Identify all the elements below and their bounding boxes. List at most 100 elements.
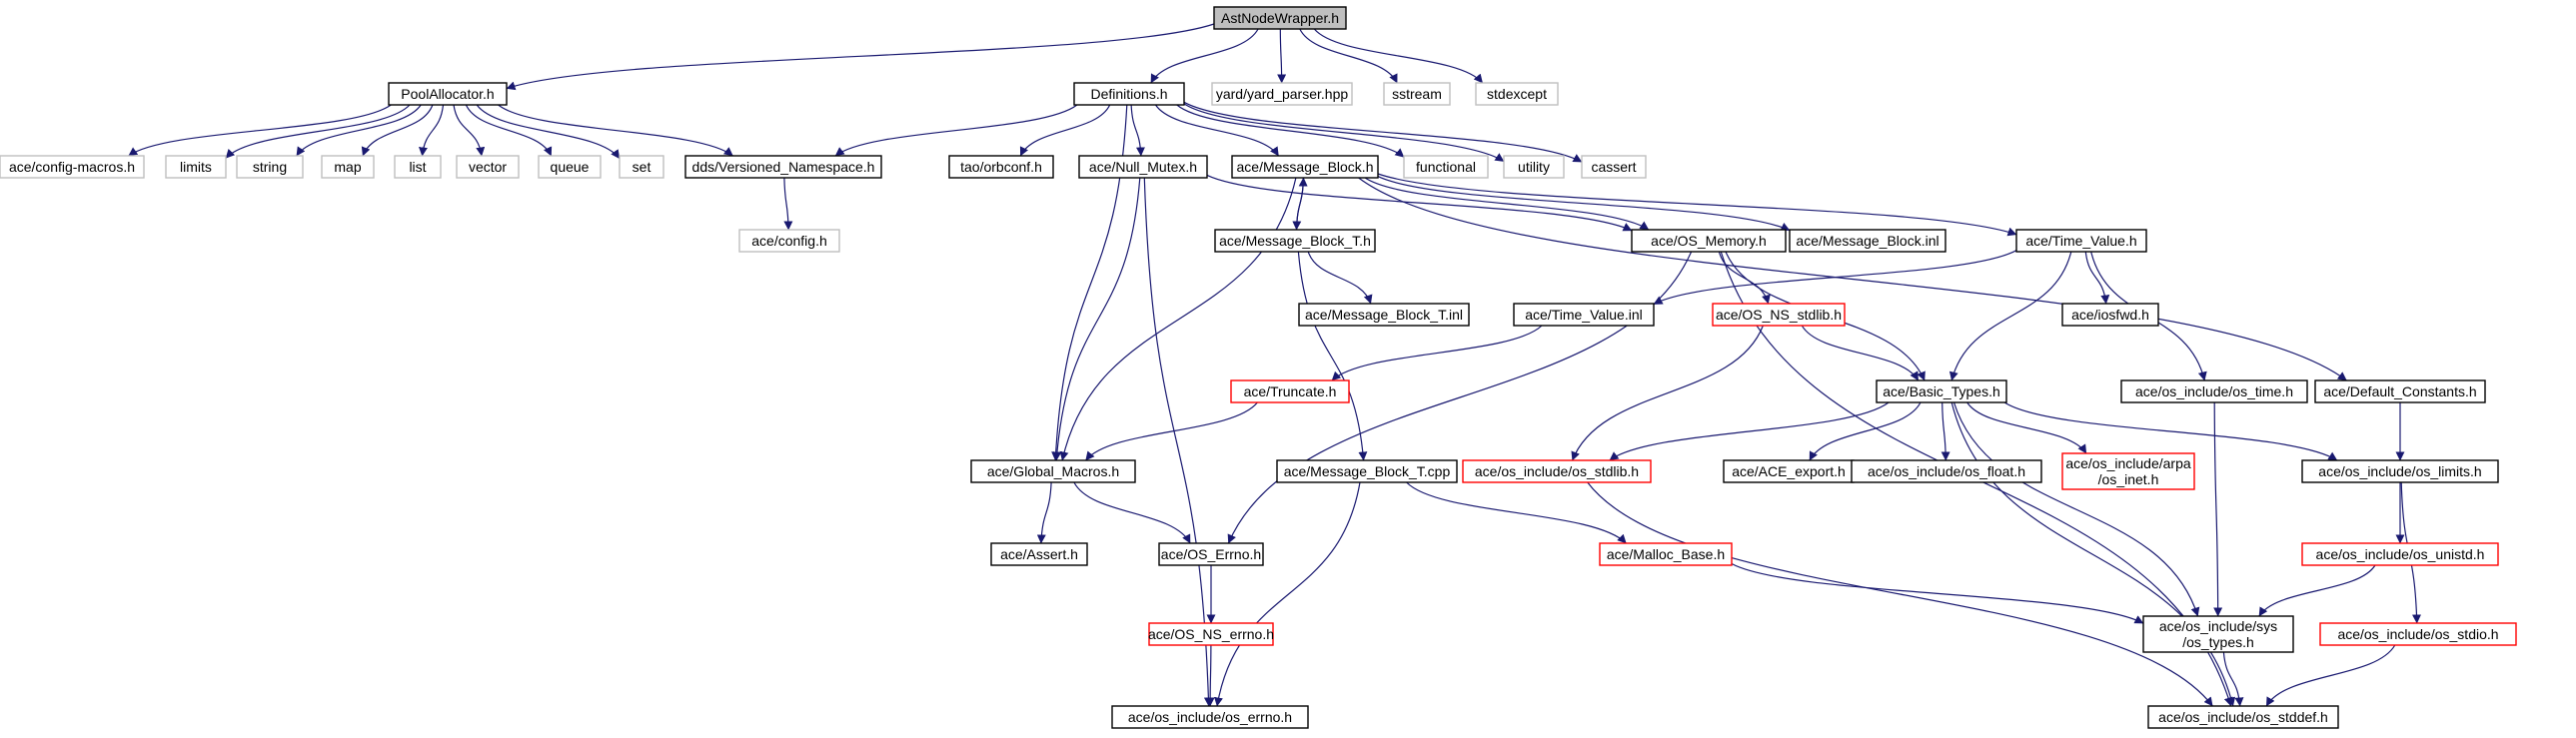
- node-label: ace/OS_NS_errno.h: [1148, 626, 1274, 642]
- node-box: [1475, 82, 1559, 106]
- node-label: cassert: [1591, 159, 1636, 175]
- node-queue[interactable]: queue: [538, 155, 602, 179]
- node-list[interactable]: list: [394, 155, 442, 179]
- node-defs[interactable]: Definitions.h: [1073, 82, 1185, 106]
- node-vector[interactable]: vector: [456, 155, 520, 179]
- node-label: ace/Null_Mutex.h: [1089, 159, 1197, 175]
- node-label: AstNodeWrapper.h: [1221, 10, 1339, 26]
- node-nsstdlib[interactable]: ace/OS_NS_stdlib.h: [1712, 303, 1846, 327]
- node-label: ace/os_include/os_stdio.h: [2337, 626, 2498, 642]
- node-config[interactable]: ace/config.h: [738, 229, 840, 253]
- edge-defs-to-msgblock: [1154, 104, 1279, 157]
- node-box: [2147, 705, 2339, 729]
- edge-msgblock-to-defconst: [1358, 177, 2347, 381]
- node-box: [1111, 705, 1309, 729]
- node-nullmutex[interactable]: ace/Null_Mutex.h: [1078, 155, 1208, 179]
- node-label: yard/yard_parser.hpp: [1216, 86, 1349, 102]
- edge-msgblock-to-globalmacros: [1059, 177, 1297, 461]
- node-systypes[interactable]: ace/os_include/sys/os_types.h: [2142, 615, 2294, 653]
- node-assert[interactable]: ace/Assert.h: [990, 542, 1088, 566]
- edge-layer: [128, 23, 2422, 707]
- node-mallocbase[interactable]: ace/Malloc_Base.h: [1599, 542, 1733, 566]
- node-defconst[interactable]: ace/Default_Constants.h: [2314, 379, 2486, 403]
- edge-systypes-to-osstddef: [2222, 651, 2244, 707]
- node-ostime[interactable]: ace/os_include/os_time.h: [2120, 379, 2308, 403]
- node-label: ace/os_include/os_time.h: [2135, 383, 2293, 399]
- node-yard[interactable]: yard/yard_parser.hpp: [1211, 82, 1353, 106]
- node-box: [970, 459, 1136, 483]
- node-string[interactable]: string: [236, 155, 304, 179]
- node-timevalue[interactable]: ace/Time_Value.h: [2015, 229, 2147, 253]
- node-functional[interactable]: functional: [1403, 155, 1489, 179]
- edge-nsstdlib-to-osstdlib: [1571, 325, 1764, 461]
- edge-root-to-sstream: [1299, 28, 1398, 84]
- node-mbtinl[interactable]: ace/Message_Block_T.inl: [1298, 303, 1470, 327]
- node-cfgmacros[interactable]: ace/config-macros.h: [0, 155, 145, 179]
- node-basictypes[interactable]: ace/Basic_Types.h: [1876, 379, 2007, 403]
- node-cassert[interactable]: cassert: [1581, 155, 1647, 179]
- edge-defs-to-vns: [834, 104, 1078, 157]
- node-osstddef[interactable]: ace/os_include/os_stddef.h: [2147, 705, 2339, 729]
- node-label: set: [633, 159, 651, 175]
- node-globalmacros[interactable]: ace/Global_Macros.h: [970, 459, 1136, 483]
- node-utility[interactable]: utility: [1503, 155, 1565, 179]
- node-truncate[interactable]: ace/Truncate.h: [1230, 379, 1350, 403]
- node-mbt[interactable]: ace/Message_Block_T.h: [1214, 229, 1376, 253]
- edge-pool-to-vns: [498, 104, 733, 157]
- node-osinet[interactable]: ace/os_include/arpa/os_inet.h: [2061, 452, 2195, 490]
- node-limits[interactable]: limits: [165, 155, 227, 179]
- edge-msgblock-to-timevalue: [1377, 173, 2017, 237]
- edge-basictypes-to-osfloat: [1940, 401, 1950, 461]
- edge-msgblock-to-osmem: [1364, 177, 1650, 231]
- node-set[interactable]: set: [619, 155, 664, 179]
- node-box: [1462, 459, 1652, 483]
- edge-globalmacros-to-oserrno: [1073, 481, 1191, 544]
- node-label: ace/Truncate.h: [1244, 383, 1337, 399]
- node-iosfwd[interactable]: ace/iosfwd.h: [2061, 303, 2159, 327]
- node-osmem[interactable]: ace/OS_Memory.h: [1631, 229, 1787, 253]
- node-map[interactable]: map: [321, 155, 375, 179]
- edge-basictypes-to-systypes: [1952, 401, 2200, 617]
- node-sstream[interactable]: sstream: [1383, 82, 1451, 106]
- node-orbconf[interactable]: tao/orbconf.h: [948, 155, 1054, 179]
- node-osunistd[interactable]: ace/os_include/os_unistd.h: [2301, 542, 2499, 566]
- node-stdexcept[interactable]: stdexcept: [1475, 82, 1559, 106]
- edge-defs-to-cassert: [1183, 101, 1583, 163]
- node-mbinl[interactable]: ace/Message_Block.inl: [1789, 229, 1946, 253]
- node-msgblock[interactable]: ace/Message_Block.h: [1231, 155, 1379, 179]
- node-aceexport[interactable]: ace/ACE_export.h: [1723, 459, 1855, 483]
- node-nserrno[interactable]: ace/OS_NS_errno.h: [1148, 622, 1274, 646]
- node-label: ace/OS_NS_stdlib.h: [1716, 307, 1842, 323]
- edge-msgblock-to-mbinl: [1377, 176, 1791, 232]
- node-label: vector: [469, 159, 507, 175]
- node-label: tao/orbconf.h: [960, 159, 1042, 175]
- edge-defs-to-functional: [1176, 104, 1405, 158]
- edge-basictypes-to-osinet: [1966, 401, 2087, 454]
- node-box: [2015, 229, 2147, 253]
- node-vns[interactable]: dds/Versioned_Namespace.h: [684, 155, 882, 179]
- node-box: [2314, 379, 2486, 403]
- node-mbtcpp[interactable]: ace/Message_Block_T.cpp: [1276, 459, 1458, 483]
- node-box: [1298, 303, 1470, 327]
- node-pool[interactable]: PoolAllocator.h: [388, 82, 508, 106]
- node-root[interactable]: AstNodeWrapper.h: [1213, 6, 1347, 30]
- node-box: [388, 82, 508, 106]
- node-label: ace/Assert.h: [1000, 546, 1078, 562]
- node-label: ace/Malloc_Base.h: [1607, 546, 1725, 562]
- node-box: [1876, 379, 2007, 403]
- node-box: [1513, 303, 1655, 327]
- node-tvinl[interactable]: ace/Time_Value.inl: [1513, 303, 1655, 327]
- node-oslimits[interactable]: ace/os_include/os_limits.h: [2301, 459, 2499, 483]
- edge-mbt-to-mbtcpp: [1297, 251, 1368, 461]
- node-osstdlib[interactable]: ace/os_include/os_stdlib.h: [1462, 459, 1652, 483]
- node-oserrnoh[interactable]: ace/os_include/os_errno.h: [1111, 705, 1309, 729]
- edge-osstdio-to-osstddef: [2265, 644, 2396, 707]
- node-box: [948, 155, 1054, 179]
- node-oserrno[interactable]: ace/OS_Errno.h: [1158, 542, 1264, 566]
- node-box: [1403, 155, 1489, 179]
- node-box: [2142, 615, 2294, 653]
- edge-pool-to-map: [361, 104, 434, 157]
- node-osfloat[interactable]: ace/os_include/os_float.h: [1851, 459, 2042, 483]
- node-osstdio[interactable]: ace/os_include/os_stdio.h: [2319, 622, 2517, 646]
